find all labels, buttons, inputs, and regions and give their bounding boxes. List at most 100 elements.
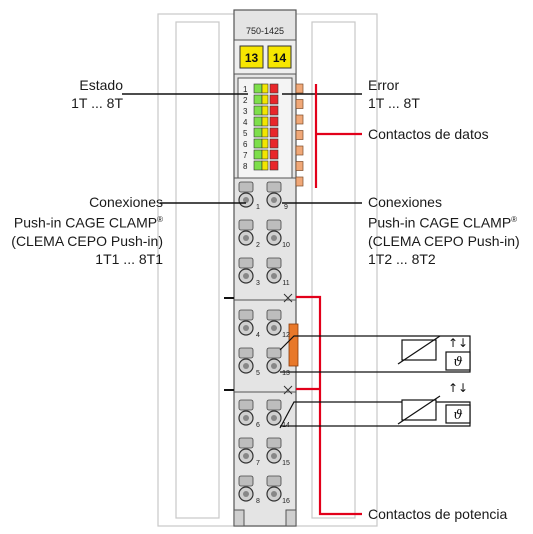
label-conexiones-left-line3: (CLEMA CEPO Push-in) [11, 232, 163, 249]
clamp-wire-entry-center [271, 273, 277, 279]
clamp-release-button[interactable] [238, 309, 254, 321]
terminal-badge-13-label: 13 [245, 51, 259, 65]
data-contact [295, 130, 304, 140]
sensor-2-theta-box [445, 404, 471, 424]
label-estado: Estado 1T ... 8T [71, 76, 123, 112]
clamp-wire-entry-center [271, 453, 277, 459]
led-number: 8 [243, 162, 248, 171]
clamp-number-right: 15 [282, 460, 290, 467]
clamp-wire-entry-center [271, 415, 277, 421]
power-jumper [288, 323, 299, 367]
clamp-release-button[interactable] [266, 347, 282, 359]
terminal-badge-14 [267, 45, 292, 69]
clamp-release-button[interactable] [266, 181, 282, 193]
clamp-number-left: 1 [256, 204, 260, 211]
clamp-number-right: 13 [282, 370, 290, 377]
sensor-2: ↑↓ ϑ [397, 381, 471, 425]
clamp-number-left: 8 [256, 498, 260, 505]
leader-lines [122, 93, 362, 204]
clamp-release-button[interactable] [238, 437, 254, 449]
clamp-release-button[interactable] [266, 309, 282, 321]
led-status-yellow [261, 116, 269, 127]
label-error-line2: 1T ... 8T [368, 95, 420, 111]
sensor-1-direction-icon: ↑↓ [448, 336, 468, 350]
label-conexiones-right-line3: (CLEMA CEPO Push-in) [368, 232, 520, 249]
clamp-release-button[interactable] [266, 399, 282, 411]
red-brackets [296, 84, 362, 516]
label-estado-line1: Estado [79, 77, 123, 93]
led-status-yellow [261, 138, 269, 149]
led-status-green [253, 83, 263, 94]
led-number: 2 [243, 96, 248, 105]
label-estado-line2: 1T ... 8T [71, 95, 123, 111]
sensor-2-slash [397, 395, 441, 425]
sensor-2-loop [279, 401, 471, 429]
clamp-wire-entry-center [243, 235, 249, 241]
label-conexiones-left-line4: 1T1 ... 8T1 [95, 250, 163, 267]
din-rail-left-channel [175, 21, 220, 519]
led-error-red [269, 138, 279, 149]
clamp-release-button[interactable] [266, 475, 282, 487]
clamp-release-button[interactable] [238, 475, 254, 487]
sensor-2-direction-icon: ↑↓ [448, 381, 468, 395]
led-error-red [269, 149, 279, 160]
data-contact [295, 83, 304, 94]
led-error-red [269, 94, 279, 105]
led-number: 6 [243, 140, 248, 149]
clamp-release-button[interactable] [238, 181, 254, 193]
clamp-number-right: 10 [282, 242, 290, 249]
clamp-release-button[interactable] [238, 219, 254, 231]
clamp-wire-entry-center [243, 273, 249, 279]
data-contact [295, 114, 304, 125]
led-status-green [253, 105, 263, 116]
led-status-green [253, 160, 263, 171]
clamp-release-button[interactable] [238, 399, 254, 411]
clamp-release-button[interactable] [238, 257, 254, 269]
led-status-yellow [261, 105, 269, 116]
led-status-green [253, 149, 263, 160]
part-number: 750-1425 [246, 26, 284, 36]
label-error: Error 1T ... 8T [368, 76, 420, 112]
clamp-release-button[interactable] [266, 437, 282, 449]
led-error-red [269, 160, 279, 171]
clamp-number-left: 7 [256, 460, 260, 467]
power-contacts-bracket [296, 295, 362, 516]
clamp-number-left: 5 [256, 370, 260, 377]
foot-right [285, 509, 297, 527]
clamp-wire-entry-center [243, 415, 249, 421]
clamp-number-left: 6 [256, 422, 260, 429]
clamp-number-left: 4 [256, 332, 260, 339]
clamp-wire-entry-center [243, 363, 249, 369]
led-error-red [269, 105, 279, 116]
clamp-release-button[interactable] [238, 347, 254, 359]
clamp-release-button[interactable] [266, 219, 282, 231]
led-status-green [253, 116, 263, 127]
clamp-number-right: 11 [282, 280, 289, 287]
clamp-wire-entry-center [271, 235, 277, 241]
label-conexiones-right-line4: 1T2 ... 8T2 [368, 250, 436, 267]
clamp-number-right: 16 [282, 498, 290, 505]
data-contact [295, 145, 304, 156]
sensor-1: ↑↓ ϑ [397, 335, 471, 371]
label-conexiones-left: Conexiones Push-in CAGE CLAMP® (CLEMA CE… [11, 193, 163, 268]
sensor-wiring [279, 335, 471, 429]
sensor-1-theta-box [445, 351, 471, 371]
clamp-release-button[interactable] [266, 257, 282, 269]
label-conexiones-left-line1: Conexiones [89, 194, 163, 210]
data-contact [295, 176, 304, 187]
led-number: 5 [243, 129, 248, 138]
label-contactos-datos: Contactos de datos [368, 126, 489, 142]
data-contacts [295, 83, 304, 187]
clamp-wire-entry-center [271, 325, 277, 331]
power-contact-marks [283, 293, 293, 395]
clamp-wire-entry-center [271, 363, 277, 369]
led-number: 4 [243, 118, 248, 127]
label-contactos-potencia: Contactos de potencia [368, 506, 508, 522]
foot-left [233, 509, 245, 527]
led-status-yellow [261, 149, 269, 160]
clamp-wire-entry-center [243, 197, 249, 203]
led-status-yellow [261, 83, 269, 94]
